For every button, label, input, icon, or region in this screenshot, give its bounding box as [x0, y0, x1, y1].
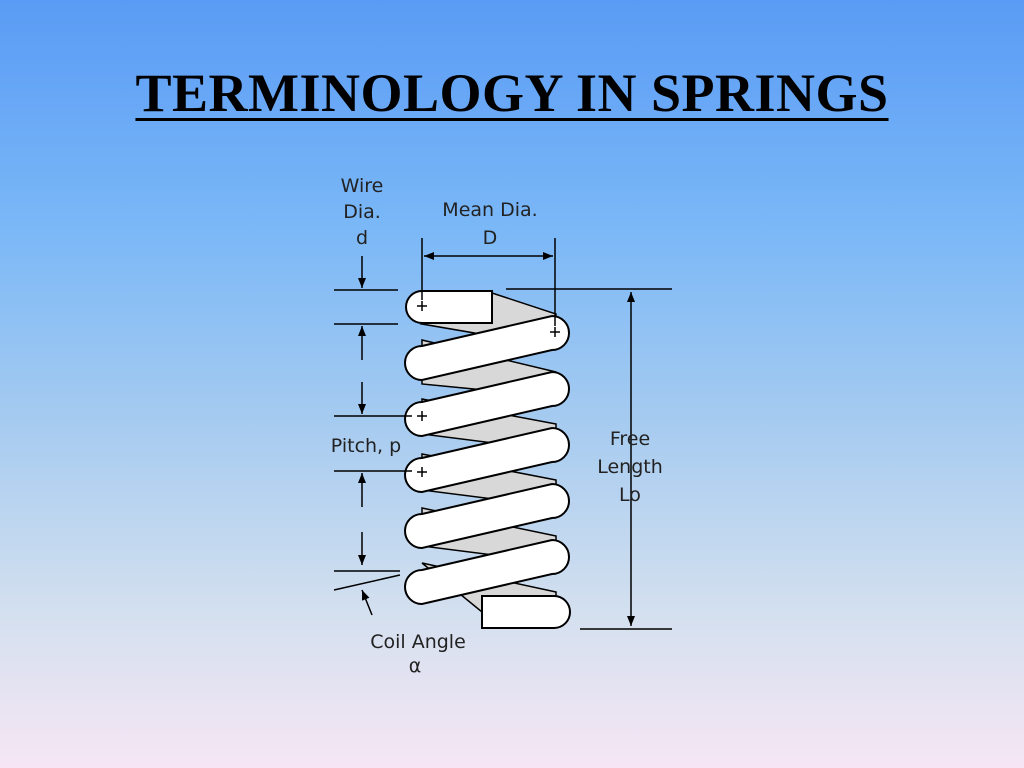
coil-angle-dimension [333, 570, 401, 616]
free-length-dimension [506, 288, 672, 630]
diagram-labels: Wire Dia. d Mean Dia. D Pitch, p Free Le… [331, 175, 663, 677]
free-length-label-line2: Length [597, 456, 663, 478]
wire-dia-label-line3: d [356, 227, 368, 249]
free-length-label-line1: Free [610, 428, 650, 450]
mean-dia-label-line2: D [483, 227, 498, 249]
coil-front-4 [404, 482, 570, 550]
coil-front-1 [404, 314, 570, 382]
pitch-label: Pitch, p [331, 435, 401, 457]
free-length-label-line3: Lo [619, 484, 641, 506]
pitch-dimension [334, 382, 412, 565]
wire-dia-label-line2: Dia. [343, 201, 381, 223]
top-end-coil [405, 290, 493, 324]
wire-dia-dimension [334, 256, 398, 360]
mean-dia-dimension [421, 238, 556, 326]
page-title: TERMINOLOGY IN SPRINGS [135, 63, 889, 123]
bottom-end-coil [481, 595, 571, 629]
coil-front-segments [404, 290, 571, 629]
coil-angle-label-line1: Coil Angle [370, 631, 466, 653]
coil-front-2 [404, 370, 570, 438]
mean-dia-label-line1: Mean Dia. [442, 199, 537, 221]
coil-front-5 [404, 538, 570, 606]
coil-angle-label-line2: α [409, 655, 422, 677]
coil-front-3 [404, 426, 570, 494]
center-marks [417, 301, 560, 477]
wire-dia-label-line1: Wire [341, 175, 384, 197]
